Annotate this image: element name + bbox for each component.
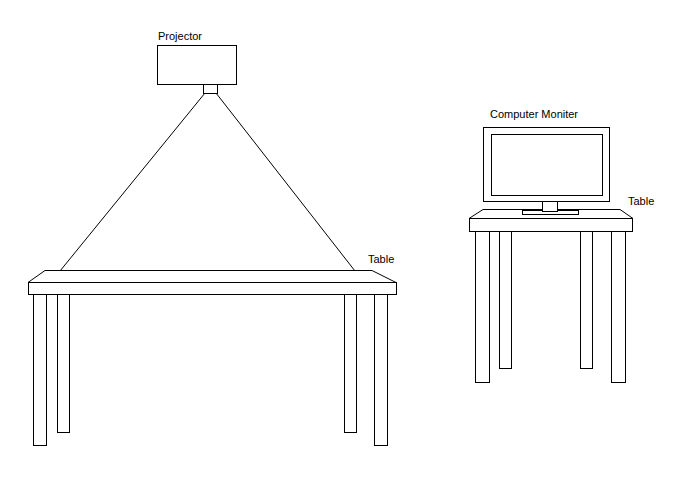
table-leg [612, 232, 626, 383]
projector-setup [28, 46, 397, 446]
projection-line [216, 93, 355, 271]
monitor-frame [484, 128, 610, 202]
projector-lens [204, 85, 218, 94]
projector-body [158, 46, 237, 85]
table-leg [500, 232, 512, 369]
table-top [28, 271, 396, 283]
table-leg [34, 295, 47, 446]
table-leg [345, 295, 357, 433]
part-label: Table [368, 249, 394, 267]
monitor-screen [492, 135, 603, 196]
label-text: Projector [158, 30, 202, 42]
label-text: Computer Moniter [490, 108, 578, 120]
part-label: Computer Moniter [490, 104, 578, 122]
part-label: Table [628, 191, 654, 209]
projection-line [60, 93, 205, 271]
table-edge [29, 283, 397, 295]
table-leg [375, 295, 388, 446]
table-leg [58, 295, 70, 433]
table-leg [476, 232, 490, 383]
table-leg [581, 232, 593, 369]
part-label: Projector [158, 26, 202, 44]
table-edge [470, 219, 633, 232]
label-text: Table [628, 195, 654, 207]
label-text: Table [368, 253, 394, 265]
monitor-setup [469, 128, 633, 383]
monitor-neck [543, 201, 558, 212]
